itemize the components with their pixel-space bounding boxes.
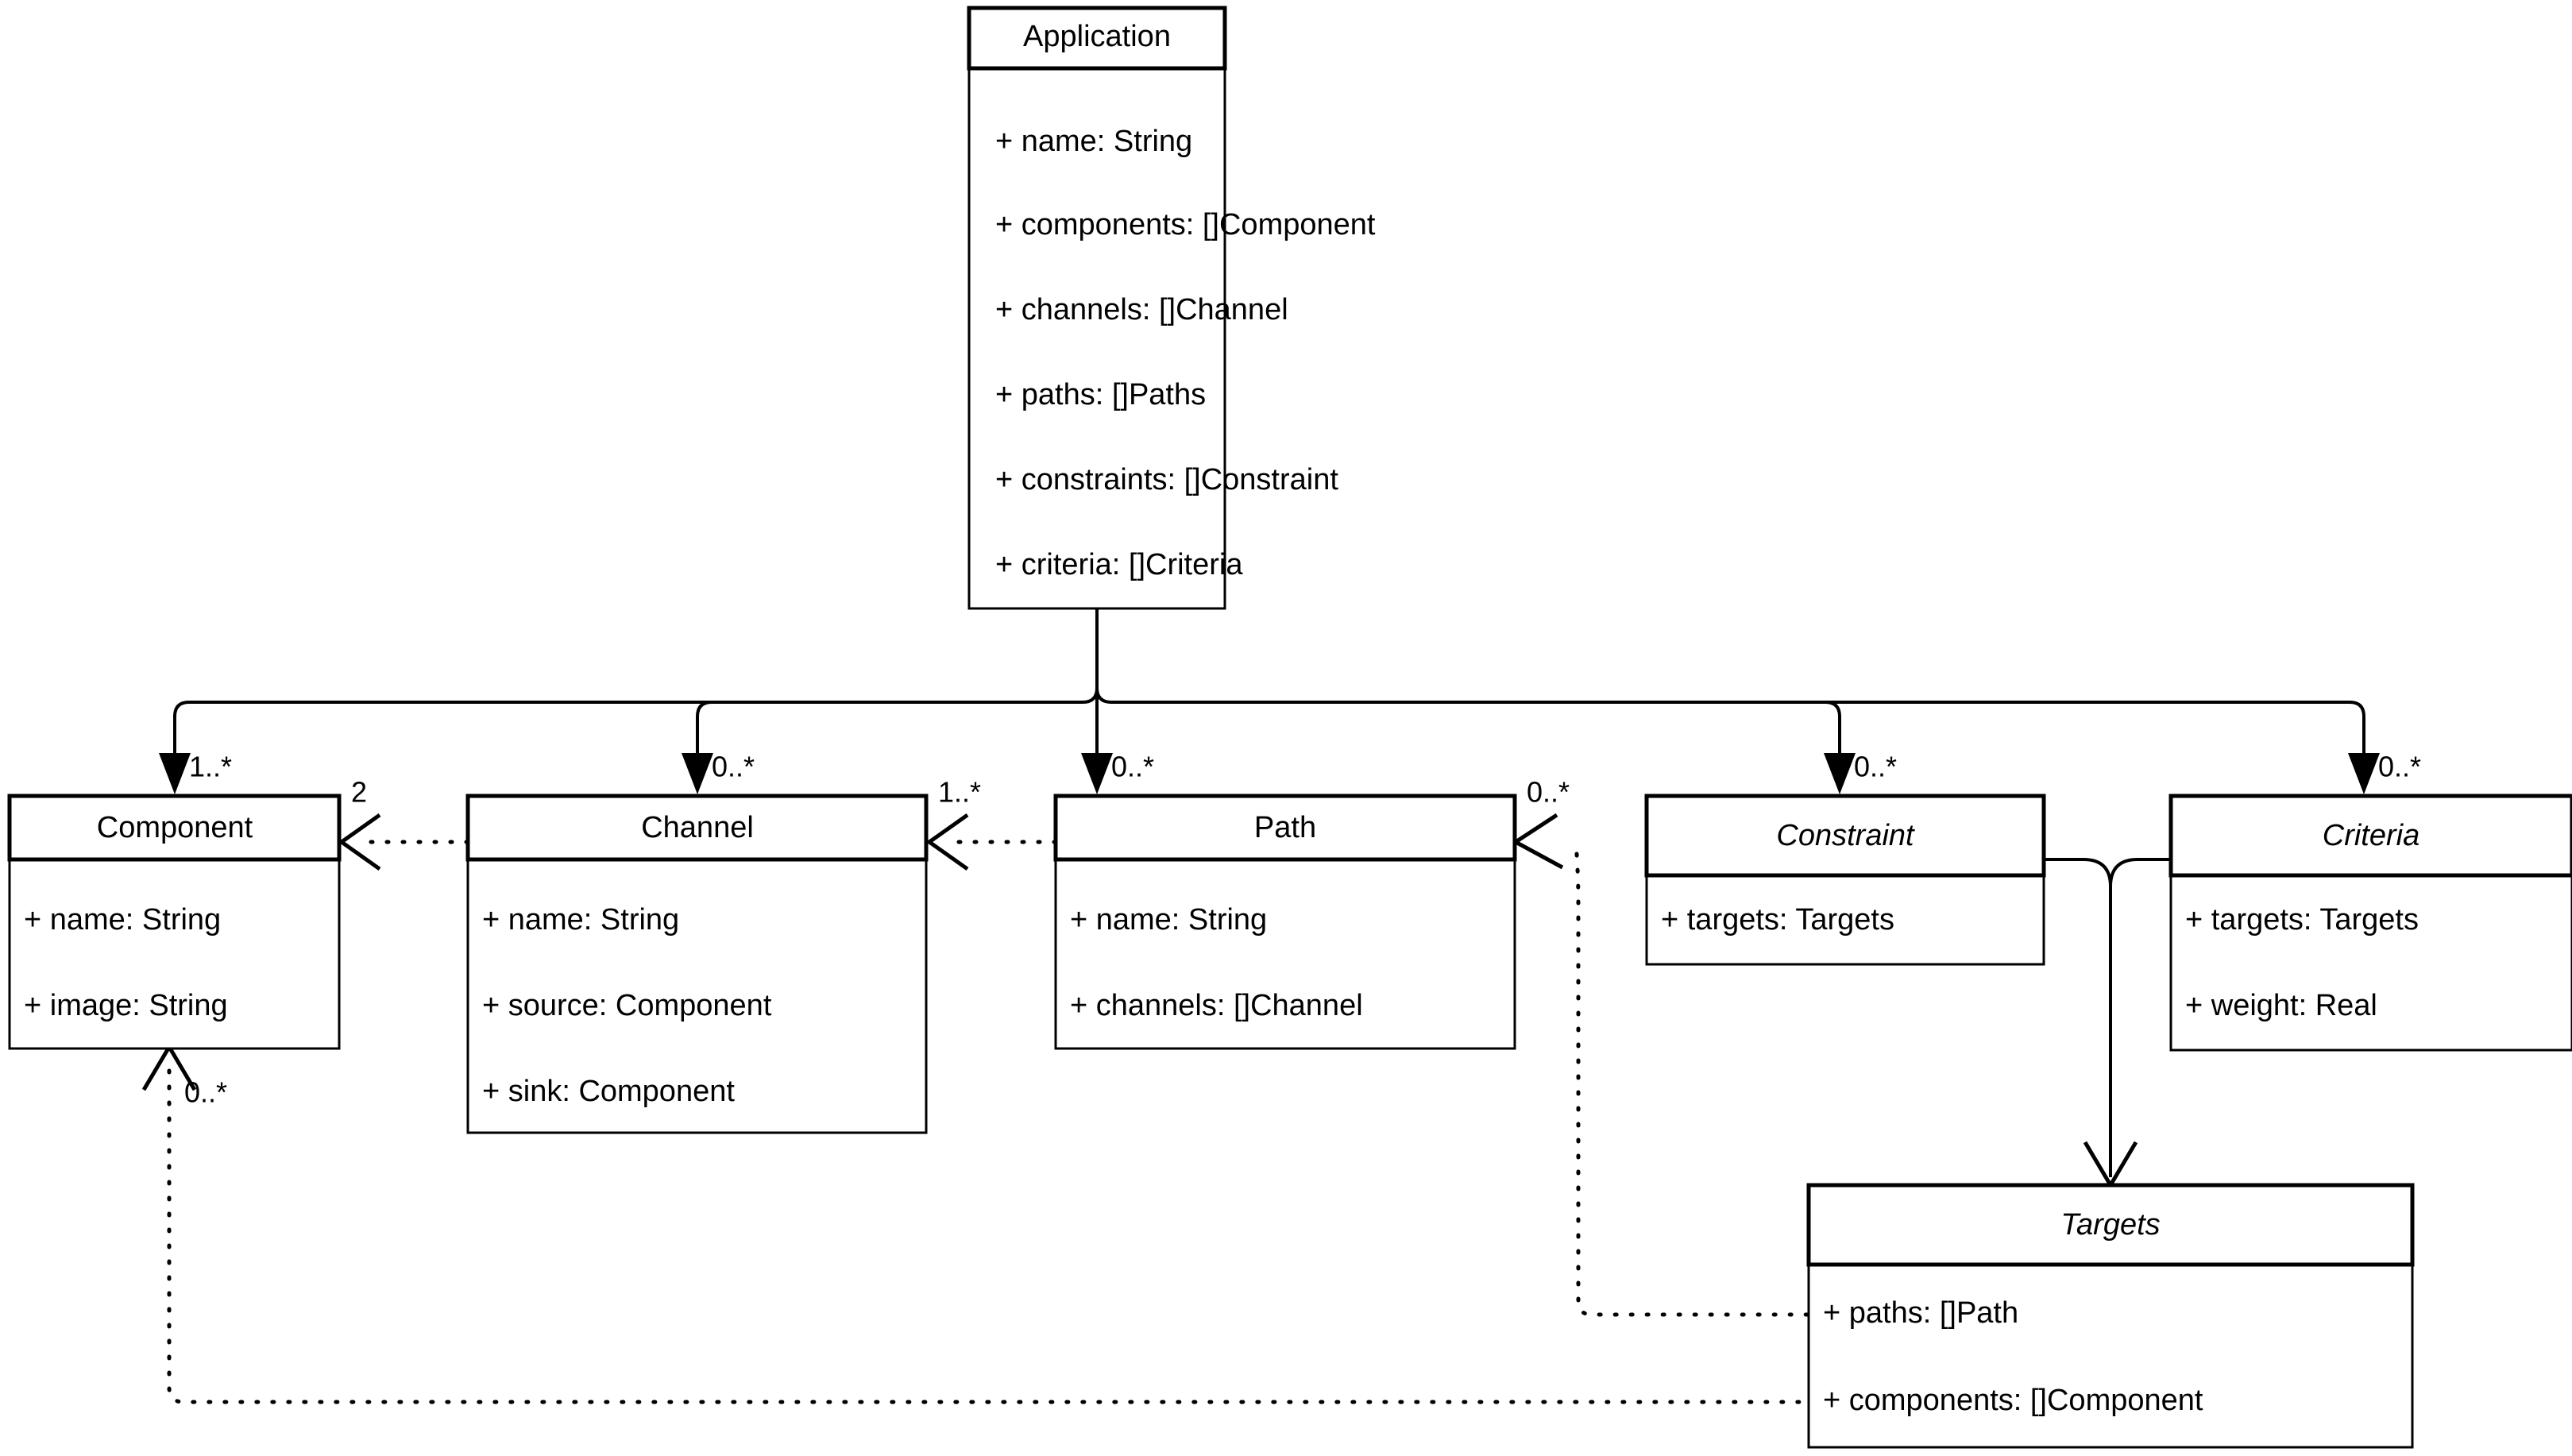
class-criteria-title: Criteria — [2323, 819, 2419, 852]
arrowhead-constraint — [1824, 753, 1856, 794]
class-application-attr-3: + paths: []Paths — [995, 378, 1206, 411]
class-component-attr-1: + image: String — [24, 989, 228, 1022]
class-channel-attr-0: + name: String — [482, 903, 679, 937]
class-application-attr-2: + channels: []Channel — [995, 293, 1288, 326]
multiplicity-application-component: 1..* — [189, 751, 232, 783]
class-component-header — [7, 794, 342, 862]
class-application-attr-1: + components: []Component — [995, 208, 1376, 241]
class-targets-header — [1806, 1183, 2415, 1267]
class-path-attr-1: + channels: []Channel — [1070, 989, 1363, 1022]
multiplicity-application-criteria: 0..* — [2378, 751, 2421, 783]
multiplicity-application-constraint: 0..* — [1854, 751, 1897, 783]
class-constraint-attr-0: + targets: Targets — [1661, 903, 1894, 937]
class-criteria[interactable]: Criteria + targets: Targets + weight: Re… — [2168, 794, 2572, 1052]
arrowhead-path-to-channel — [925, 813, 969, 871]
arrowhead-criteria — [2348, 753, 2380, 794]
class-constraint-header — [1644, 794, 2046, 878]
class-targets-attr-1: + components: []Component — [1823, 1384, 2203, 1417]
class-channel-attr-1: + source: Component — [482, 989, 772, 1022]
edge-targets-to-component — [167, 1068, 1811, 1404]
class-channel-attr-2: + sink: Component — [482, 1075, 735, 1108]
edge-application-to-criteria — [1825, 701, 2365, 761]
class-channel-header — [465, 794, 929, 862]
class-targets-title: Targets — [2060, 1208, 2160, 1242]
class-application-title: Application — [1023, 20, 1171, 53]
arrowhead-channel-to-component — [338, 813, 381, 871]
class-constraint[interactable]: Constraint + targets: Targets — [1644, 794, 2046, 966]
class-path-attr-0: + name: String — [1070, 903, 1267, 937]
class-constraint-title: Constraint — [1776, 819, 1915, 852]
class-application-attr-4: + constraints: []Constraint — [995, 463, 1338, 496]
class-targets-attr-0: + paths: []Path — [1823, 1296, 2018, 1330]
multiplicity-targets-path: 0..* — [1527, 776, 1570, 809]
class-application-header — [967, 6, 1227, 71]
class-channel[interactable]: Channel + name: String + source: Compone… — [465, 794, 929, 1134]
class-targets[interactable]: Targets + paths: []Path + components: []… — [1806, 1183, 2415, 1449]
arrowhead-channel — [682, 753, 713, 794]
arrowhead-component — [159, 753, 191, 794]
class-criteria-attr-0: + targets: Targets — [2185, 903, 2419, 937]
class-component[interactable]: Component + name: String + image: String — [7, 794, 342, 1050]
class-channel-title: Channel — [641, 811, 754, 844]
arrowhead-path — [1081, 753, 1113, 794]
multiplicity-channel-component: 2 — [351, 776, 367, 809]
edge-application-to-channel — [696, 701, 1083, 761]
class-application-attr-0: + name: String — [995, 125, 1192, 158]
multiplicity-targets-component: 0..* — [184, 1076, 227, 1109]
multiplicity-path-channel: 1..* — [938, 776, 981, 809]
class-path-header — [1053, 794, 1517, 862]
class-component-title: Component — [97, 811, 253, 844]
class-path-title: Path — [1254, 811, 1316, 844]
class-component-attr-0: + name: String — [24, 903, 221, 937]
multiplicity-application-path: 0..* — [1111, 751, 1154, 783]
class-criteria-header — [2168, 794, 2572, 878]
class-application-body — [967, 6, 1226, 610]
class-path[interactable]: Path + name: String + channels: []Channe… — [1053, 794, 1517, 1050]
edge-criteria-to-targets — [2109, 858, 2171, 887]
class-application[interactable]: Application + name: String + components:… — [967, 6, 1376, 610]
class-application-attr-5: + criteria: []Criteria — [995, 548, 1243, 581]
edge-targets-to-path — [1574, 852, 1811, 1317]
class-criteria-attr-1: + weight: Real — [2185, 989, 2377, 1022]
multiplicity-application-channel: 0..* — [712, 751, 755, 783]
